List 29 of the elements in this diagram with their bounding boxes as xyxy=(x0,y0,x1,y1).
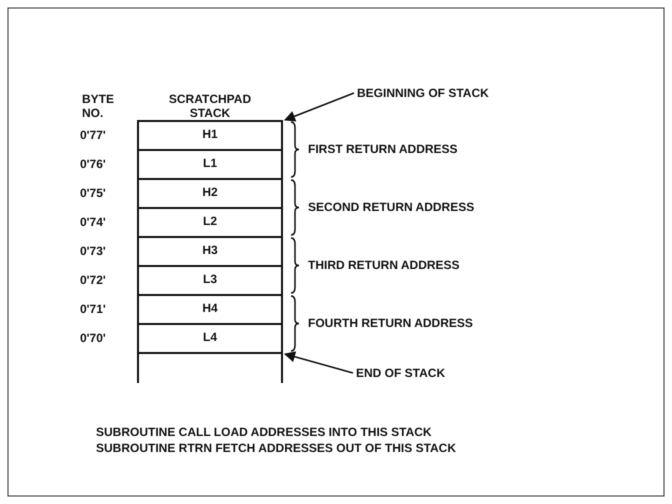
arrow xyxy=(284,351,354,374)
empty-stack-cell xyxy=(137,352,283,383)
stack-cell: H1 xyxy=(137,120,283,151)
byte-number: 0'75' xyxy=(80,186,106,200)
column-heading: SCRATCHPAD STACK xyxy=(168,92,252,120)
arrow xyxy=(284,92,354,122)
stack-cell: L1 xyxy=(137,149,283,180)
return-address-label: THIRD RETURN ADDRESS xyxy=(308,258,460,272)
return-address-label: SECOND RETURN ADDRESS xyxy=(308,200,474,214)
byte-number: 0'72' xyxy=(80,273,106,287)
byte-number: 0'70' xyxy=(80,331,106,345)
return-address-label: FOURTH RETURN ADDRESS xyxy=(308,316,473,330)
stack-cell: L4 xyxy=(137,323,283,354)
byte-number: 0'76' xyxy=(80,157,106,171)
byte-number: 0'71' xyxy=(80,302,106,316)
stack-cell: L2 xyxy=(137,207,283,238)
return-address-label: FIRST RETURN ADDRESS xyxy=(308,142,458,156)
byte-number: 0'73' xyxy=(80,244,106,258)
callout-text: BEGINNING OF STACK xyxy=(357,86,489,100)
callout-text: END OF STACK xyxy=(356,366,446,380)
byte-number: 0'74' xyxy=(80,215,106,229)
stack-cell: H3 xyxy=(137,236,283,267)
note-text: SUBROUTINE RTRN FETCH ADDRESSES OUT OF THIS STACK xyxy=(96,441,456,455)
stack-cell: L3 xyxy=(137,265,283,296)
stack-cell: H2 xyxy=(137,178,283,209)
note-text: SUBROUTINE CALL LOAD ADDRESSES INTO THIS STACK xyxy=(96,425,432,439)
byte-number: 0'77' xyxy=(80,128,106,142)
stack-cell: H4 xyxy=(137,294,283,325)
column-heading: BYTE NO. xyxy=(82,92,116,120)
